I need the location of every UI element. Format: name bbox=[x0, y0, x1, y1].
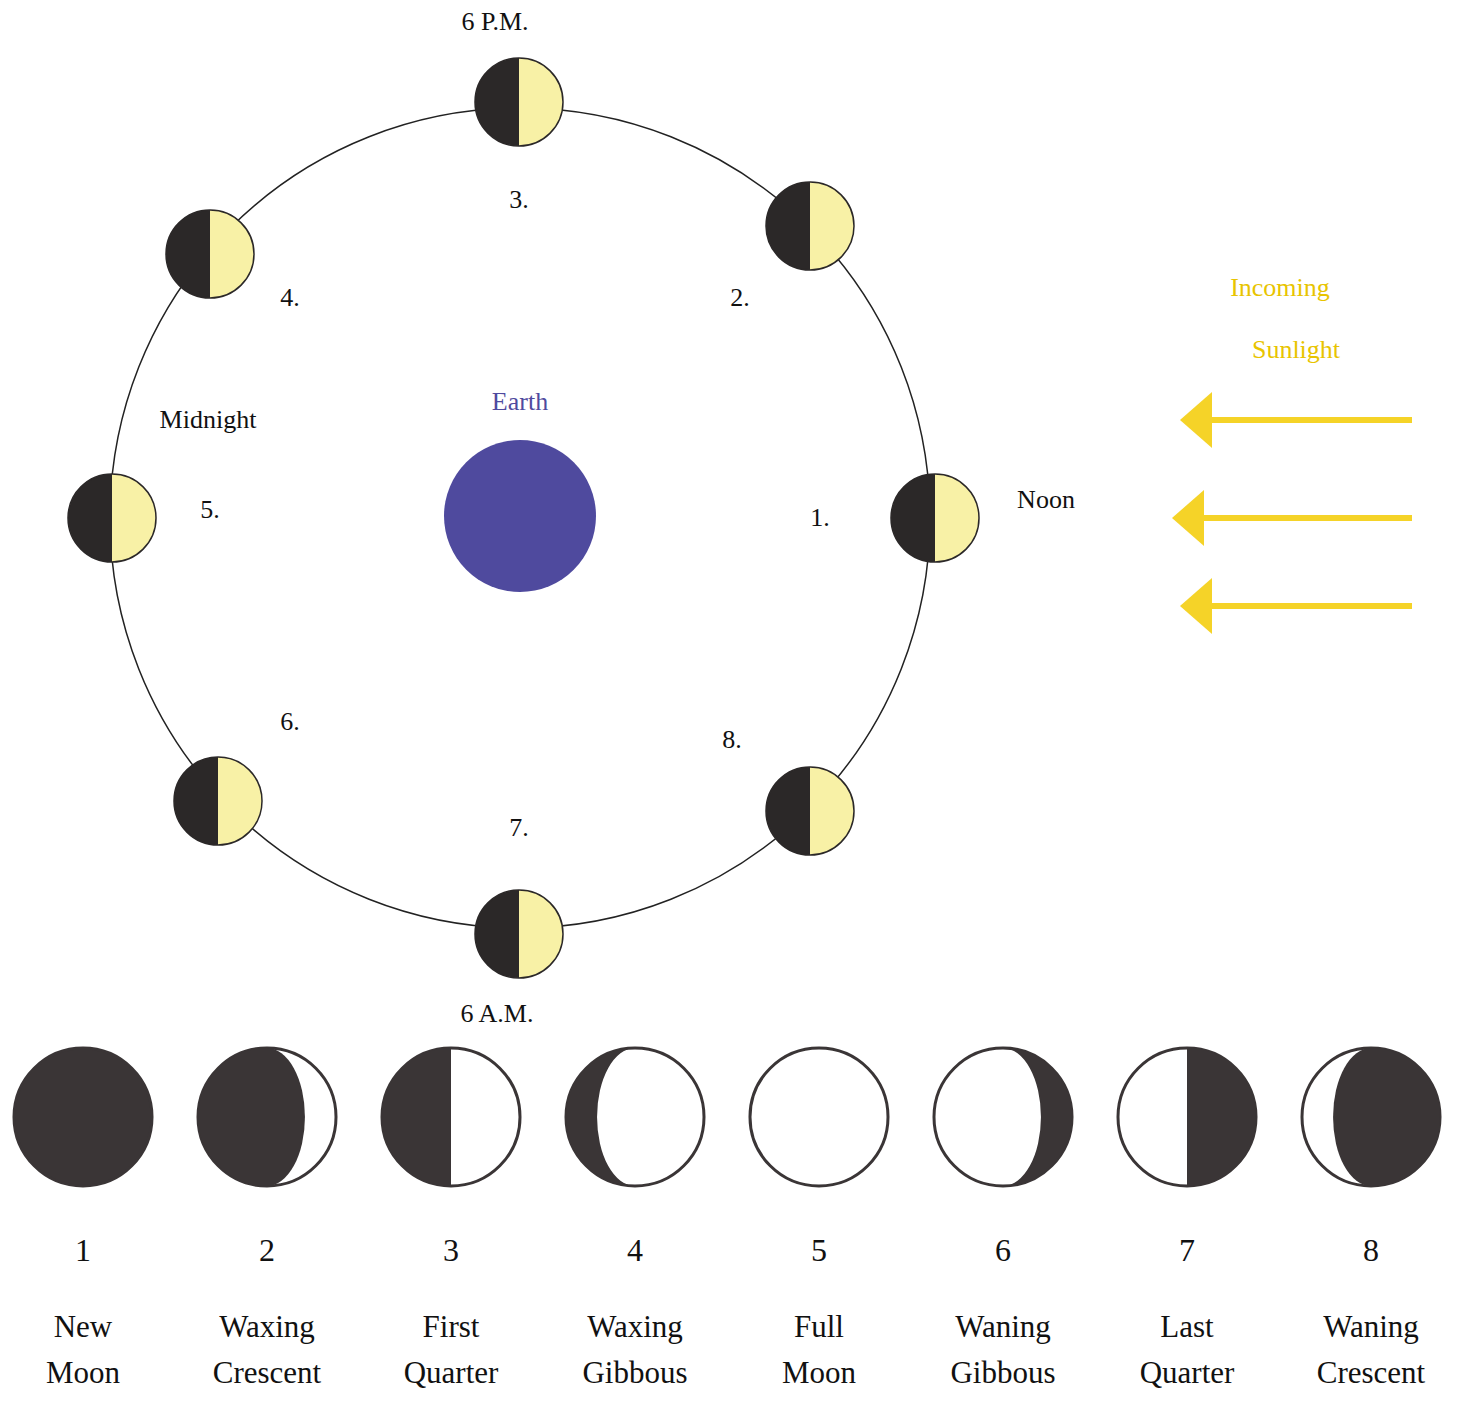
text-label: Noon bbox=[1017, 486, 1075, 515]
text-label: Incoming bbox=[1230, 274, 1330, 303]
phase-name: Waning Crescent bbox=[1317, 1304, 1425, 1396]
earth-circle: Earth bbox=[440, 386, 600, 596]
moon-symbol bbox=[766, 182, 854, 270]
phase-item: 4Waxing Gibbous bbox=[545, 1044, 725, 1396]
phase-symbol bbox=[378, 1044, 524, 1190]
phase-number: 7 bbox=[1097, 1230, 1277, 1270]
earth-label: Earth bbox=[440, 386, 600, 418]
phase-number: 6 bbox=[913, 1230, 1093, 1270]
moon-symbol bbox=[475, 890, 563, 978]
callout-number: 8. bbox=[722, 726, 742, 755]
text-label: 6 P.M. bbox=[461, 8, 528, 37]
phase-name: First Quarter bbox=[404, 1304, 499, 1396]
text-label: Midnight bbox=[160, 406, 257, 435]
phase-symbol bbox=[930, 1044, 1076, 1190]
orbit-moons bbox=[68, 58, 979, 978]
sunlight-arrows bbox=[1172, 392, 1412, 634]
moon-symbol bbox=[766, 767, 854, 855]
phase-item: 1New Moon bbox=[0, 1044, 173, 1396]
phase-item: 8Waning Crescent bbox=[1281, 1044, 1458, 1396]
phase-item: 5Full Moon bbox=[729, 1044, 909, 1396]
callout-number: 3. bbox=[509, 186, 529, 215]
earth-disc bbox=[440, 436, 600, 596]
phase-number: 3 bbox=[361, 1230, 541, 1270]
callout-number: 4. bbox=[280, 284, 300, 313]
callout-number: 1. bbox=[810, 504, 830, 533]
phase-name: Full Moon bbox=[782, 1304, 856, 1396]
phase-number: 2 bbox=[177, 1230, 357, 1270]
phase-symbol bbox=[194, 1044, 340, 1190]
moon-symbol bbox=[174, 757, 262, 845]
phase-number: 5 bbox=[729, 1230, 909, 1270]
moon-symbol bbox=[475, 58, 563, 146]
phase-symbol bbox=[1298, 1044, 1444, 1190]
phase-item: 6Waning Gibbous bbox=[913, 1044, 1093, 1396]
phase-name: Waxing Crescent bbox=[213, 1304, 321, 1396]
moon-symbol bbox=[166, 210, 254, 298]
moon-symbol bbox=[891, 474, 979, 562]
moon-symbol bbox=[68, 474, 156, 562]
phase-symbol bbox=[10, 1044, 156, 1190]
phase-symbol bbox=[1114, 1044, 1260, 1190]
phase-item: 2Waxing Crescent bbox=[177, 1044, 357, 1396]
orbit-circle bbox=[110, 108, 930, 928]
phase-name: Waning Gibbous bbox=[950, 1304, 1055, 1396]
text-label: Sunlight bbox=[1252, 336, 1340, 365]
callout-number: 7. bbox=[509, 814, 529, 843]
phase-name: Last Quarter bbox=[1140, 1304, 1235, 1396]
phase-symbol bbox=[746, 1044, 892, 1190]
phase-name: New Moon bbox=[46, 1304, 120, 1396]
phase-name: Waxing Gibbous bbox=[582, 1304, 687, 1396]
callout-number: 5. bbox=[200, 496, 220, 525]
phase-number: 4 bbox=[545, 1230, 725, 1270]
phase-item: 7Last Quarter bbox=[1097, 1044, 1277, 1396]
phase-number: 1 bbox=[0, 1230, 173, 1270]
phase-symbol bbox=[562, 1044, 708, 1190]
callout-number: 2. bbox=[730, 284, 750, 313]
phase-number: 8 bbox=[1281, 1230, 1458, 1270]
phase-item: 3First Quarter bbox=[361, 1044, 541, 1396]
callout-number: 6. bbox=[280, 708, 300, 737]
text-label: 6 A.M. bbox=[461, 1000, 534, 1029]
